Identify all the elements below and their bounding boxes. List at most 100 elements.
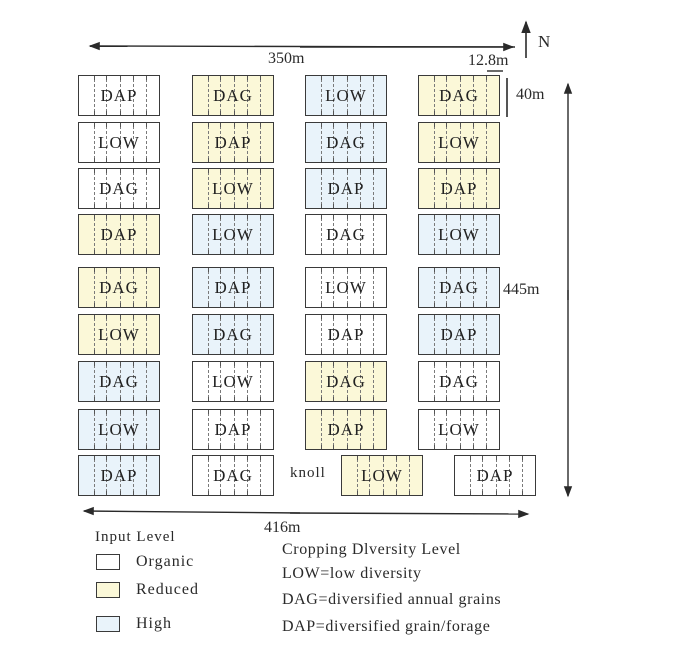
subplot-tick bbox=[133, 123, 134, 127]
subplot-divider bbox=[333, 126, 334, 159]
subplot-divider bbox=[120, 318, 121, 351]
subplot-tick bbox=[460, 445, 461, 449]
subplot-tick bbox=[321, 268, 322, 272]
subplot-tick bbox=[260, 303, 261, 307]
subplot-tick bbox=[321, 445, 322, 449]
subplot-divider bbox=[460, 413, 461, 446]
plot-low-high: LOW bbox=[78, 409, 160, 450]
subplot-tick bbox=[208, 350, 209, 354]
subplot-tick bbox=[373, 303, 374, 307]
subplot-divider bbox=[133, 126, 134, 159]
subplot-tick bbox=[486, 123, 487, 127]
subplot-tick bbox=[120, 204, 121, 208]
subplot-tick bbox=[434, 350, 435, 354]
subplot-divider bbox=[208, 365, 209, 398]
subplot-tick bbox=[321, 250, 322, 254]
subplot-divider bbox=[486, 365, 487, 398]
subplot-tick bbox=[260, 410, 261, 414]
subplot-tick bbox=[434, 315, 435, 319]
plot-dag-reduced: DAG bbox=[78, 267, 160, 308]
subplot-tick bbox=[120, 303, 121, 307]
subplot-tick bbox=[146, 158, 147, 162]
subplot-divider bbox=[333, 318, 334, 351]
plot-low-organic: LOW bbox=[418, 409, 500, 450]
width-label: 350m bbox=[268, 50, 305, 67]
plot-dag-organic: DAG bbox=[78, 168, 160, 209]
subplot-tick bbox=[146, 123, 147, 127]
subplot-divider bbox=[360, 172, 361, 205]
subplot-divider bbox=[360, 365, 361, 398]
subplot-divider bbox=[220, 79, 221, 112]
subplot-tick bbox=[220, 169, 221, 173]
subplot-divider bbox=[106, 126, 107, 159]
subplot-tick bbox=[220, 491, 221, 495]
plot-label: DAG bbox=[99, 277, 139, 297]
subplot-tick bbox=[106, 169, 107, 173]
subplot-tick bbox=[333, 250, 334, 254]
bottom-width-arrow-right bbox=[289, 509, 530, 519]
subplot-divider bbox=[360, 126, 361, 159]
subplot-tick bbox=[460, 315, 461, 319]
subplot-tick bbox=[133, 410, 134, 414]
subplot-tick bbox=[473, 445, 474, 449]
subplot-tick bbox=[360, 315, 361, 319]
subplot-divider bbox=[446, 365, 447, 398]
subplot-divider bbox=[333, 271, 334, 304]
subplot-tick bbox=[146, 303, 147, 307]
subplot-tick bbox=[260, 76, 261, 80]
plot-label: DAG bbox=[213, 324, 253, 344]
subplot-tick bbox=[486, 215, 487, 219]
subplot-tick bbox=[409, 456, 410, 460]
organic-swatch bbox=[96, 554, 120, 570]
bottom-width-arrow-left bbox=[82, 506, 301, 516]
subplot-tick bbox=[486, 76, 487, 80]
subplot-divider bbox=[373, 126, 374, 159]
subplot-tick bbox=[133, 491, 134, 495]
subplot-divider bbox=[133, 172, 134, 205]
subplot-tick bbox=[247, 303, 248, 307]
subplot-divider bbox=[260, 365, 261, 398]
subplot-tick bbox=[220, 315, 221, 319]
subplot-tick bbox=[106, 410, 107, 414]
subplot-divider bbox=[360, 318, 361, 351]
plot-dap-high: DAP bbox=[418, 314, 500, 355]
subplot-tick bbox=[486, 158, 487, 162]
subplot-divider bbox=[247, 271, 248, 304]
subplot-tick bbox=[133, 362, 134, 366]
subplot-divider bbox=[333, 218, 334, 251]
subplot-divider bbox=[220, 459, 221, 492]
subplot-tick bbox=[146, 268, 147, 272]
subplot-divider bbox=[220, 365, 221, 398]
subplot-tick bbox=[120, 111, 121, 115]
subplot-tick bbox=[333, 445, 334, 449]
subplot-divider bbox=[373, 365, 374, 398]
subplot-tick bbox=[473, 350, 474, 354]
plot-dap-reduced: DAP bbox=[78, 214, 160, 255]
subplot-divider bbox=[460, 79, 461, 112]
subplot-tick bbox=[434, 362, 435, 366]
subplot-divider bbox=[321, 413, 322, 446]
subplot-tick bbox=[220, 76, 221, 80]
subplot-tick bbox=[460, 350, 461, 354]
subplot-tick bbox=[347, 169, 348, 173]
plot-label: LOW bbox=[212, 224, 254, 244]
subplot-divider bbox=[120, 218, 121, 251]
plot-length-label: 40m bbox=[516, 86, 545, 103]
subplot-divider bbox=[146, 126, 147, 159]
plot-dag-high: DAG bbox=[78, 361, 160, 402]
subplot-divider bbox=[347, 413, 348, 446]
legend-label: Organic bbox=[136, 553, 195, 570]
subplot-divider bbox=[208, 459, 209, 492]
plot-low-organic: LOW bbox=[192, 361, 274, 402]
subplot-divider bbox=[333, 365, 334, 398]
subplot-divider bbox=[473, 365, 474, 398]
subplot-tick bbox=[434, 158, 435, 162]
subplot-tick bbox=[446, 303, 447, 307]
subplot-tick bbox=[120, 445, 121, 449]
plot-label: LOW bbox=[98, 132, 140, 152]
plot-dap-high: DAP bbox=[78, 455, 160, 496]
subplot-tick bbox=[120, 76, 121, 80]
subplot-divider bbox=[247, 218, 248, 251]
subplot-tick bbox=[446, 204, 447, 208]
subplot-tick bbox=[473, 397, 474, 401]
